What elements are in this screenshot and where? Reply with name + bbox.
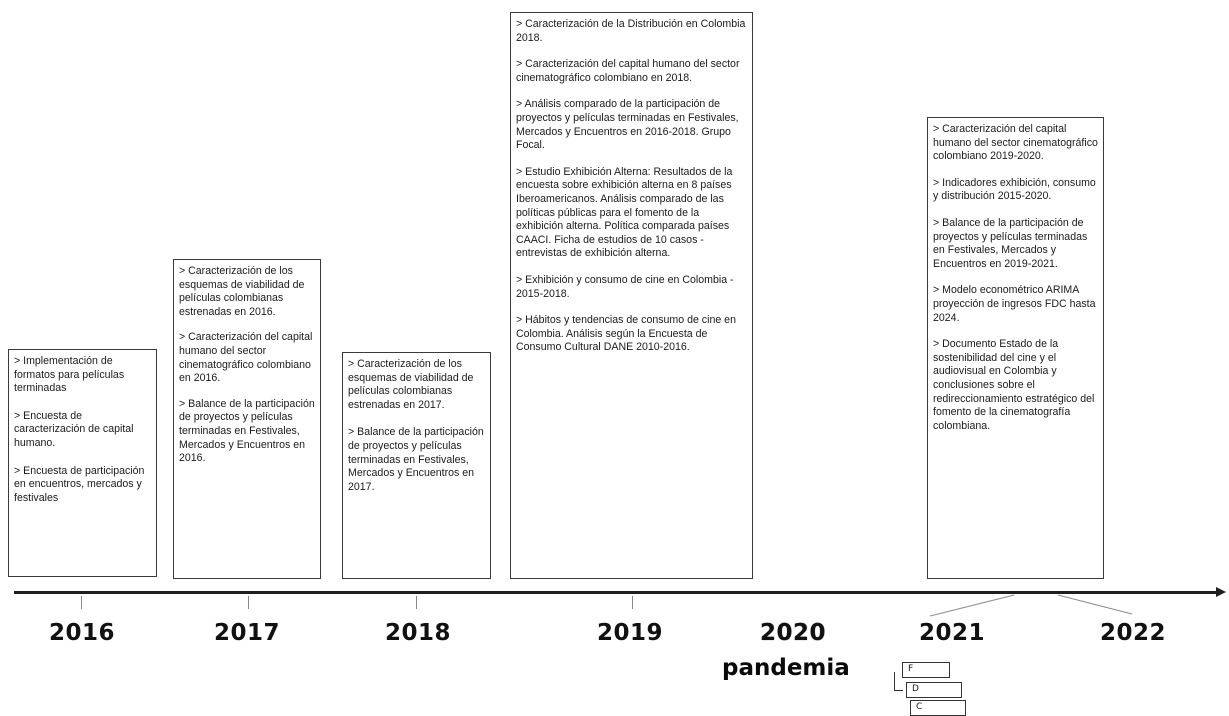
fdc-box-f: F xyxy=(902,662,950,678)
bracket-2021-2022 xyxy=(930,594,1133,617)
timeline-box-2018: > Caracterización de los esquemas de via… xyxy=(342,352,491,579)
box-item: > Caracterización de la Distribución en … xyxy=(516,18,746,44)
box-item: > Balance de la participación de proyect… xyxy=(179,397,315,465)
box-item: > Implementación de formatos para pelícu… xyxy=(14,355,125,395)
timeline-box-2017: > Caracterización de los esquemas de via… xyxy=(173,259,321,579)
year-label-2016: 2016 xyxy=(49,620,116,646)
arrow-right-icon xyxy=(1216,587,1226,597)
timeline-tick xyxy=(81,596,82,609)
year-label-2020: 2020 xyxy=(760,620,827,646)
timeline-axis xyxy=(14,591,1218,594)
fdc-connector xyxy=(894,672,903,691)
year-label-2019: 2019 xyxy=(597,620,664,646)
box-item: > Caracterización del capital humano del… xyxy=(516,58,740,84)
box-item: > Caracterización del capital humano del… xyxy=(933,123,1098,163)
box-item: > Documento Estado de la sostenibilidad … xyxy=(933,338,1095,432)
year-label-2017: 2017 xyxy=(214,620,281,646)
box-item: > Caracterización de los esquemas de via… xyxy=(348,358,474,411)
box-item: > Balance de la participación de proyect… xyxy=(348,426,484,493)
timeline-box-2019: > Caracterización de la Distribución en … xyxy=(510,12,753,579)
box-item: > Hábitos y tendencias de consumo de cin… xyxy=(516,314,736,354)
box-item: > Encuesta de caracterización de capital… xyxy=(14,409,134,449)
year-label-2022: 2022 xyxy=(1100,620,1167,646)
box-item: > Análisis comparado de la participación… xyxy=(516,98,739,152)
box-item: > Caracterización de los esquemas de via… xyxy=(179,265,305,318)
box-item: > Balance de la participación de proyect… xyxy=(933,216,1088,270)
fdc-box-d: D xyxy=(906,682,962,698)
timeline-box-2021-2022: > Caracterización del capital humano del… xyxy=(927,117,1104,579)
pandemia-label: pandemia xyxy=(722,655,850,681)
box-item: > Estudio Exhibición Alterna: Resultados… xyxy=(516,165,733,260)
box-item: > Exhibición y consumo de cine en Colomb… xyxy=(516,273,734,300)
timeline-tick xyxy=(632,596,633,609)
year-label-2018: 2018 xyxy=(385,620,452,646)
box-item: > Caracterización del capital humano del… xyxy=(179,331,313,385)
timeline-box-2016: > Implementación de formatos para pelícu… xyxy=(8,349,157,577)
box-item: > Indicadores exhibición, consumo y dist… xyxy=(933,176,1096,203)
box-item: > Encuesta de participación en encuentro… xyxy=(14,464,145,504)
timeline-tick xyxy=(248,596,249,609)
year-label-2021: 2021 xyxy=(919,620,986,646)
timeline-tick xyxy=(416,596,417,609)
box-item: > Modelo econométrico ARIMA proyección d… xyxy=(933,284,1096,324)
